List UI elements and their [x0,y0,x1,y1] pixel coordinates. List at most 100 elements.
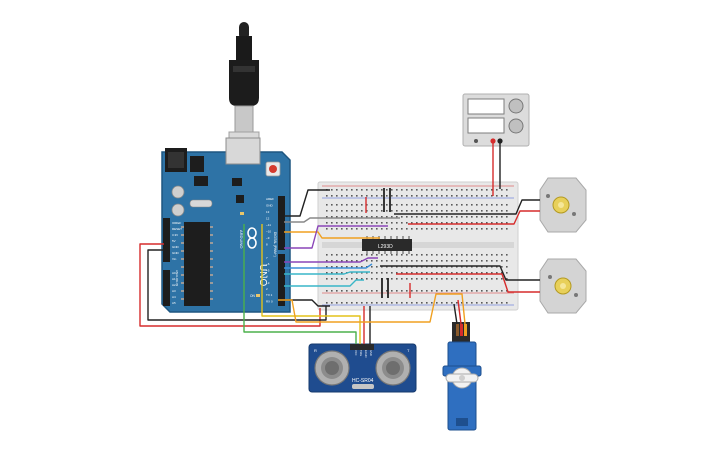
breadboard-hole [506,195,508,197]
breadboard-hole [421,210,423,212]
breadboard-hole [386,222,388,224]
breadboard-hole [451,254,453,256]
breadboard-hole [491,216,493,218]
breadboard-hole [461,195,463,197]
breadboard-hole [331,222,333,224]
digital-pin-label: RX 0 [266,299,273,303]
breadboard-hole [431,189,433,191]
breadboard-hole [496,266,498,268]
breadboard-hole [441,272,443,274]
breadboard-hole [341,210,343,212]
breadboard-hole [341,254,343,256]
breadboard-hole [486,266,488,268]
breadboard-hole [396,228,398,230]
breadboard-hole [381,210,383,212]
breadboard-hole [446,266,448,268]
breadboard-hole [331,266,333,268]
breadboard-hole [411,195,413,197]
wire-cyan [284,279,364,287]
breadboard-hole [356,272,358,274]
breadboard-hole [361,302,363,304]
breadboard-hole [371,189,373,191]
breadboard-hole [441,189,443,191]
breadboard-hole [361,266,363,268]
breadboard-hole [351,272,353,274]
infinity-logo [247,227,257,249]
breadboard-hole [456,290,458,292]
breadboard-hole [481,272,483,274]
breadboard-hole [451,302,453,304]
voltage-knob[interactable] [508,98,524,114]
breadboard-hole [396,254,398,256]
breadboard-hole [326,278,328,280]
breadboard-hole [456,216,458,218]
breadboard-hole [401,278,403,280]
micro-servo-icon [442,322,482,431]
breadboard-hole [421,290,423,292]
breadboard-hole [411,266,413,268]
breadboard-hole [371,266,373,268]
breadboard-hole [506,290,508,292]
breadboard-hole [431,195,433,197]
breadboard-hole [416,260,418,262]
breadboard-hole [401,204,403,206]
breadboard-hole [426,222,428,224]
dc-motor-icon [539,258,587,314]
breadboard-hole [371,254,373,256]
breadboard-hole [426,195,428,197]
wire-black [394,199,540,215]
breadboard-hole [466,210,468,212]
digital-pin-label: 2 [266,287,268,291]
breadboard-hole [476,278,478,280]
breadboard-hole [476,189,478,191]
breadboard-hole [376,222,378,224]
breadboard-hole [461,210,463,212]
digital-pin-label: 13 [266,210,270,214]
sensor-pin-label: ECHO [364,350,368,358]
breadboard-hole [336,272,338,274]
breadboard-hole [441,290,443,292]
current-knob[interactable] [508,118,524,134]
breadboard-hole [461,204,463,206]
power-pin-label: GND [172,251,180,255]
breadboard-hole [326,302,328,304]
breadboard-hole [466,278,468,280]
wire-red [396,273,540,293]
digital-pin-label: ~3 [266,281,270,285]
breadboard-hole [506,216,508,218]
breadboard-hole [491,222,493,224]
breadboard-hole [376,195,378,197]
breadboard-hole [496,222,498,224]
breadboard-hole [496,260,498,262]
voltage-regulator [190,156,204,172]
breadboard-hole [406,266,408,268]
wire-blue [284,263,373,269]
breadboard-hole [371,290,373,292]
breadboard-hole [361,216,363,218]
breadboard-hole [326,195,328,197]
breadboard-hole [421,302,423,304]
breadboard-hole [446,278,448,280]
breadboard-hole [336,189,338,191]
breadboard-hole [346,266,348,268]
breadboard-hole [496,272,498,274]
breadboard-hole [501,222,503,224]
breadboard-hole [396,272,398,274]
breadboard-hole [401,216,403,218]
breadboard-hole [416,204,418,206]
breadboard-hole [341,302,343,304]
breadboard-hole [351,228,353,230]
breadboard-hole [506,204,508,206]
breadboard-hole [501,290,503,292]
breadboard-hole [356,216,358,218]
power-pin-label: GND [172,245,180,249]
breadboard-hole [481,290,483,292]
breadboard-hole [476,216,478,218]
breadboard-hole [501,302,503,304]
breadboard-hole [421,228,423,230]
breadboard-hole [431,210,433,212]
breadboard-hole [501,210,503,212]
wire-purple [284,225,388,249]
breadboard-hole [441,204,443,206]
breadboard-hole [461,278,463,280]
